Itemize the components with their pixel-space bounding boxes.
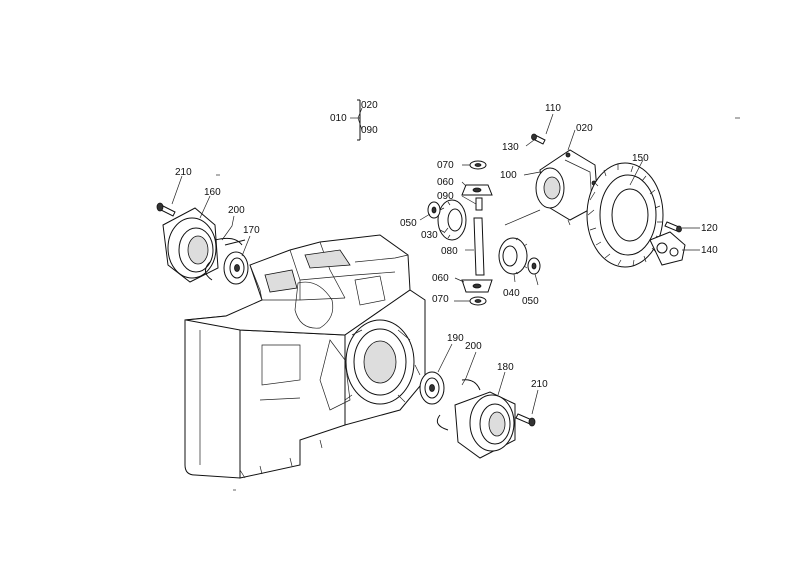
callout-210: 210 [531, 379, 548, 390]
right-axle-flange-group [419, 343, 539, 459]
callout-200: 200 [228, 205, 245, 216]
callout-110: 110 [545, 103, 561, 114]
callout-180: 180 [497, 362, 514, 373]
callout-040: 040 [503, 288, 520, 299]
differential-group [350, 99, 700, 306]
callout-060: 060 [432, 273, 449, 284]
callout-150: 150 [632, 153, 649, 164]
callout-100: 100 [500, 170, 517, 181]
callout-140: 140 [701, 245, 718, 256]
callout-030: 030 [421, 230, 438, 241]
callout-090: 090 [361, 125, 378, 136]
callout-210: 210 [175, 167, 192, 178]
callout-050: 050 [522, 296, 539, 307]
callout-090: 090 [437, 191, 454, 202]
callout-160: 160 [204, 187, 221, 198]
callout-130: 130 [502, 142, 519, 153]
callout-labels: 010 020 090 110 130 020 150 070 060 100 … [175, 100, 718, 390]
callout-060: 060 [437, 177, 454, 188]
callout-010: 010 [330, 113, 347, 124]
callout-190: 190 [447, 333, 464, 344]
callout-120: 120 [701, 223, 718, 234]
callout-020: 020 [576, 123, 593, 134]
callout-050: 050 [400, 218, 417, 229]
callout-200: 200 [465, 341, 482, 352]
callout-080: 080 [441, 246, 458, 257]
callout-170: 170 [243, 225, 260, 236]
callout-070: 070 [432, 294, 449, 305]
stray-mark [567, 219, 571, 226]
transmission-housing [184, 234, 426, 479]
left-axle-flange-group [156, 175, 251, 285]
callout-020: 020 [361, 100, 378, 111]
callout-070: 070 [437, 160, 454, 171]
